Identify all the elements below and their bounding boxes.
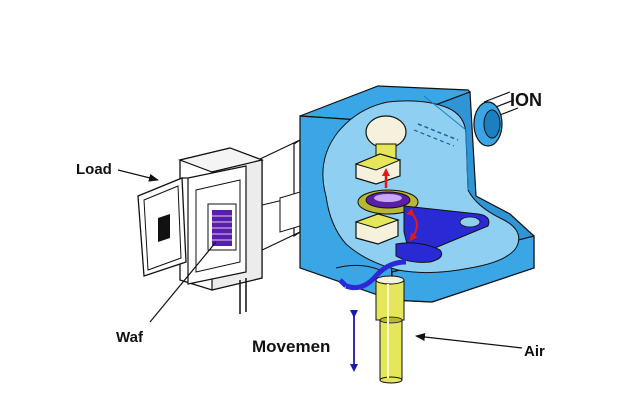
air-cylinder-icon	[375, 275, 405, 384]
robot-arm-icon	[338, 205, 490, 291]
movement-label: Movemen	[252, 337, 331, 356]
wafer-chuck	[357, 189, 419, 215]
leader-lines	[117, 169, 523, 349]
load-label: Load	[76, 161, 112, 178]
loadlock-box	[177, 138, 301, 314]
wafer-stack-icon	[207, 203, 237, 251]
lower-lifter	[354, 208, 418, 245]
platen-head	[354, 115, 407, 185]
loadlock-door	[137, 177, 188, 277]
ion-beam-port-icon	[473, 91, 519, 147]
wafer-label: Waf	[116, 329, 143, 346]
ion-label: ION	[510, 90, 543, 110]
air-label: Air	[524, 343, 545, 360]
